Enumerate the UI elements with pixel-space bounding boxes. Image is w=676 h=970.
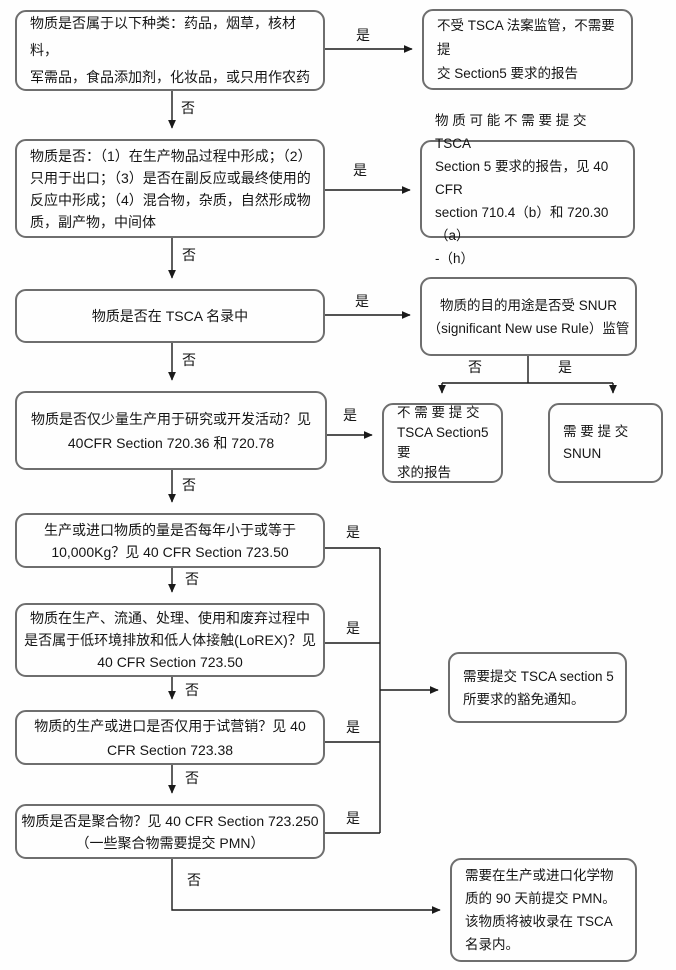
text-line: 物质在生产、流通、处理、使用和废弃过程中 [30, 610, 310, 626]
text-line: 质，副产物，中间体 [30, 213, 156, 230]
box-inventory-question: 物质是否在 TSCA 名录中 [15, 289, 325, 343]
edge-label-yes: 是 [343, 407, 357, 423]
edge-label-yes: 是 [346, 620, 360, 636]
text-line: 求的报告 [397, 465, 451, 480]
edge-label-yes: 是 [346, 524, 360, 540]
snur-branch-line [442, 356, 613, 384]
edge-label-no: 否 [185, 571, 199, 587]
box-exempt-categories: 物质是否属于以下种类：药品，烟草，核材料， 军需品，食品添加剂，化妆品，或只用作… [15, 10, 325, 91]
box-maybe-no-report: 物 质 可 能 不 需 要 提 交 TSCA Section 5 要求的报告，见… [420, 113, 635, 266]
text-line: 需 要 提 交 [563, 424, 629, 439]
box-formation-exclusions: 物质是否：（1）在生产物品过程中形成；（2） 只用于出口；（3）是否在副反应或最… [15, 139, 325, 238]
text-line: （significant New use Rule）监管 [427, 320, 630, 336]
text-line: 10,000Kg？见 40 CFR Section 723.50 [51, 543, 289, 560]
box-volume-question: 生产或进口物质的量是否每年小于或等于 10,000Kg？见 40 CFR Sec… [15, 513, 325, 568]
text-line: section 710.4（b）和 720.30（a） [435, 204, 609, 243]
text-line: 生产或进口物质的量是否每年小于或等于 [44, 521, 296, 538]
edge-label-yes: 是 [356, 27, 370, 43]
text-line: 反应中形成；（4）混合物，杂质，自然形成物 [30, 191, 311, 208]
text-line: 所要求的豁免通知。 [463, 691, 585, 707]
text-line: 物质的目的用途是否受 SNUR [439, 297, 617, 313]
box-lorex-question: 物质在生产、流通、处理、使用和废弃过程中 是否属于低环境排放和低人体接触(LoR… [15, 603, 325, 677]
text-line: TSCA Section5 要 [397, 425, 489, 460]
edge-label-yes: 是 [346, 810, 360, 826]
edge-label-no: 否 [468, 359, 482, 375]
box-snur-question: 物质的目的用途是否受 SNUR （significant New use Rul… [420, 277, 637, 356]
text-line: SNUN [563, 446, 602, 461]
box-polymer-question: 物质是否是聚合物？见 40 CFR Section 723.250 （一些聚合物… [15, 804, 325, 859]
text-line: 40 CFR Section 723.50 [97, 654, 243, 670]
text-line: CFR Section 723.38 [106, 741, 234, 758]
text-line: 物质是否是聚合物？见 40 CFR Section 723.250 [21, 812, 319, 829]
edge-label-no: 否 [185, 682, 199, 698]
edge-label-no: 否 [182, 247, 196, 263]
text-line: 名录内。 [465, 937, 519, 952]
text-line: 需要在生产或进口化学物 [465, 868, 614, 883]
text-line: 物质的生产或进口是否仅用于试营销？见 40 [34, 717, 306, 734]
text-line: 物质是否在 TSCA 名录中 [91, 308, 249, 324]
edge-label-no: 否 [182, 477, 196, 493]
text-line: 物质是否属于以下种类：药品，烟草，核材料， [30, 15, 296, 58]
box-not-regulated: 不受 TSCA 法案监管，不需要提 交 Section5 要求的报告 [422, 9, 633, 90]
edge-label-yes: 是 [355, 293, 369, 309]
text-line: 是否属于低环境排放和低人体接触(LoREX)？见 [24, 632, 316, 648]
box-submit-pmn: 需要在生产或进口化学物 质的 90 天前提交 PMN。 该物质将被收录在 TSC… [450, 858, 637, 962]
edge-label-yes: 是 [353, 162, 367, 178]
box-submit-snun: 需 要 提 交 SNUN [548, 403, 663, 483]
edge-label-no: 否 [187, 872, 201, 888]
text-line: 不受 TSCA 法案监管，不需要提 [437, 17, 615, 57]
text-line: 物 质 可 能 不 需 要 提 交 TSCA [435, 112, 587, 151]
edge-label-yes: 是 [558, 359, 572, 375]
box-rnd-question: 物质是否仅少量生产用于研究或开发活动？见 40CFR Section 720.3… [15, 391, 327, 470]
text-line: 物质是否仅少量生产用于研究或开发活动？见 [31, 410, 311, 427]
text-line: 物质是否：（1）在生产物品过程中形成；（2） [30, 147, 312, 164]
text-line: -（h） [435, 250, 475, 266]
text-line: （一些聚合物需要提交 PMN） [75, 834, 265, 851]
edge-label-no: 否 [182, 352, 196, 368]
text-line: 交 Section5 要求的报告 [437, 65, 579, 81]
text-line: Section 5 要求的报告，见 40 CFR [435, 158, 609, 197]
text-line: 该物质将被收录在 TSCA [465, 914, 613, 929]
arrow-q8-no-pmn [171, 859, 441, 914]
box-test-marketing-question: 物质的生产或进口是否仅用于试营销？见 40 CFR Section 723.38 [15, 710, 325, 765]
box-exemption-notice: 需要提交 TSCA section 5 所要求的豁免通知。 [448, 652, 627, 723]
text-line: 只用于出口；（3）是否在副反应或最终使用的 [30, 169, 311, 186]
text-line: 40CFR Section 720.36 和 720.78 [67, 434, 275, 451]
edge-label-no: 否 [181, 100, 195, 116]
edge-label-no: 否 [185, 770, 199, 786]
text-line: 不 需 要 提 交 [397, 405, 480, 420]
text-line: 需要提交 TSCA section 5 [463, 668, 614, 684]
text-line: 质的 90 天前提交 PMN。 [465, 891, 616, 906]
box-no-report-required: 不 需 要 提 交 TSCA Section5 要 求的报告 [382, 403, 503, 483]
text-line: 军需品，食品添加剂，化妆品，或只用作农药 [30, 69, 310, 85]
edge-label-yes: 是 [346, 719, 360, 735]
